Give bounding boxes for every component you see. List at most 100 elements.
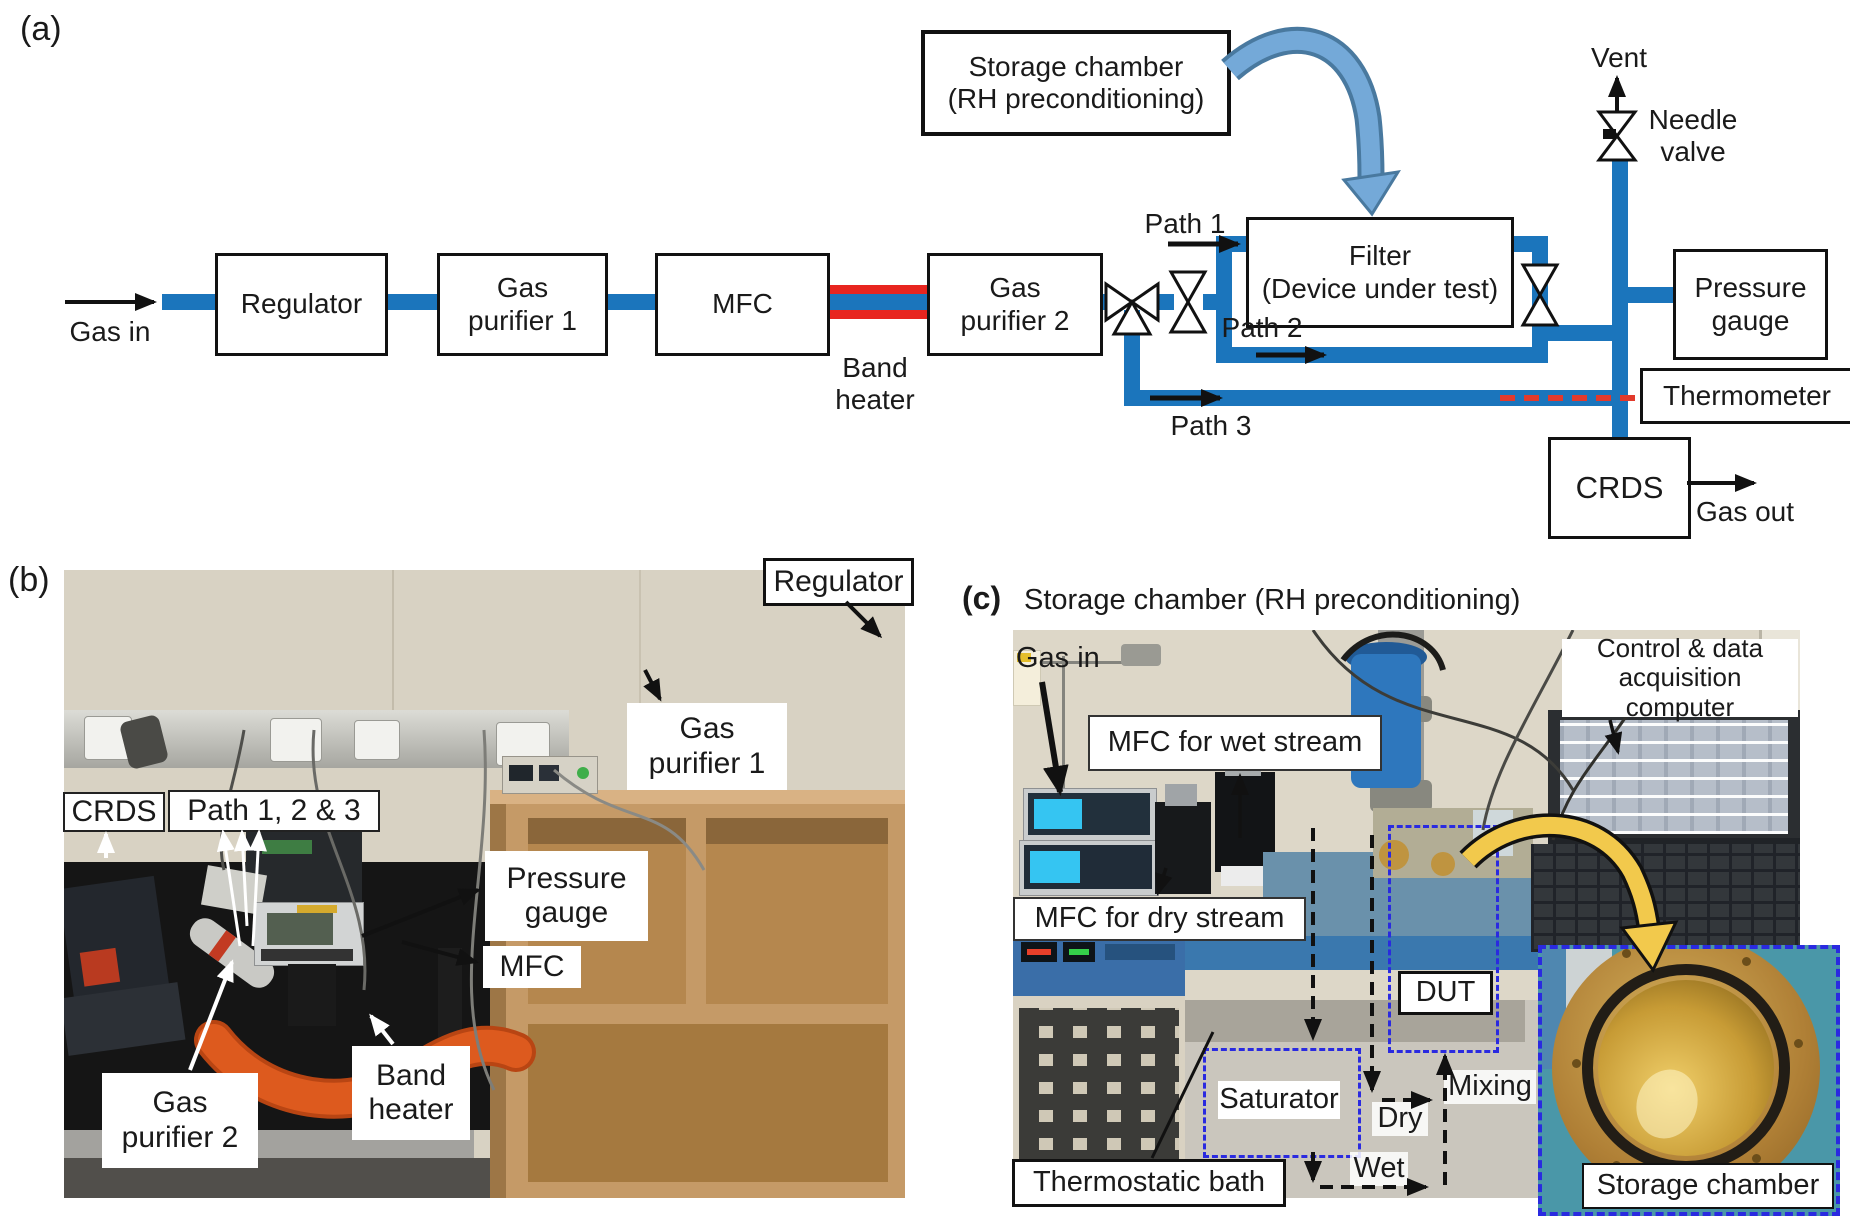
band-heater-photo-label: Band heater — [352, 1046, 470, 1140]
gas-purifier2-photo-label: Gas purifier 2 — [102, 1073, 258, 1168]
mfc-lcd — [267, 913, 333, 945]
pipe-valve-valve2 — [1156, 294, 1174, 310]
gp2-b-line2: purifier 2 — [121, 1120, 239, 1154]
dut-region-box — [1388, 825, 1499, 1053]
crds-box-label: CRDS — [1575, 470, 1664, 506]
regulator-b-text: Regulator — [773, 564, 904, 598]
crds-photo-text: CRDS — [71, 794, 157, 828]
cable — [553, 768, 706, 871]
paths-photo-text: Path 1, 2 & 3 — [187, 793, 361, 827]
pipe-path3 — [1124, 390, 1612, 406]
controller-display — [539, 765, 559, 781]
band-b-line2: heater — [368, 1093, 454, 1126]
regulator-box-label: Regulator — [240, 288, 363, 320]
band-line2: heater — [835, 383, 915, 415]
pipe-valve2-riser — [1203, 294, 1216, 310]
pressure-gauge-box: Pressure gauge — [1673, 249, 1828, 360]
mfc-dry-label: MFC for dry stream — [1013, 897, 1306, 941]
mixing-label: Mixing — [1444, 1070, 1536, 1104]
gas-purifier1-photo-label: Gas purifier 1 — [627, 703, 787, 790]
temp-controller — [502, 756, 598, 794]
path3-label: Path 3 — [1170, 410, 1252, 441]
crds-box: CRDS — [1548, 437, 1691, 539]
needle-line1: Needle — [1648, 104, 1738, 135]
path1-label: Path 1 — [1144, 208, 1226, 239]
dut-label: DUT — [1398, 971, 1493, 1015]
flange-bolt — [1622, 949, 1631, 958]
cable — [1311, 630, 1575, 791]
bandheater-stripe-top — [824, 285, 927, 294]
thermometer-box: Thermometer — [1640, 368, 1850, 424]
pipe-main-riser — [1612, 158, 1628, 437]
storage-to-filter-arrow — [1221, 26, 1401, 217]
pressure-b-line2: gauge — [524, 896, 609, 929]
chamber-interior — [1598, 980, 1774, 1156]
mixing-text: Mixing — [1448, 1070, 1532, 1103]
path2-label: Path 2 — [1221, 312, 1303, 343]
mfc-box-label: MFC — [712, 288, 773, 320]
inlet-valve — [1121, 644, 1161, 666]
wet-label: Wet — [1350, 1152, 1408, 1186]
pipe-link-main — [1548, 325, 1612, 341]
mfc-dry-text: MFC for dry stream — [1034, 902, 1285, 935]
needle-valve-icon — [1596, 110, 1638, 162]
mfc-pedestal — [288, 964, 336, 1026]
needle-line2: valve — [1660, 135, 1726, 167]
needle-valve-label: Needle valve — [1638, 104, 1748, 168]
storage-chamber-box: Storage chamber (RH preconditioning) — [921, 30, 1231, 136]
fitting-tag — [1017, 653, 1031, 662]
wood-shelf-board — [528, 1004, 888, 1024]
storage-chamber-photo-text: Storage chamber — [1596, 1169, 1820, 1202]
gp1-b-line2: purifier 1 — [648, 746, 766, 780]
control-line3: computer — [1625, 691, 1735, 722]
path-selector-valve — [1168, 270, 1208, 334]
bath-display-green — [1063, 942, 1095, 962]
gas-out-label: Gas out — [1695, 496, 1795, 527]
gp1-b-line1: Gas — [679, 712, 735, 746]
thermometer-label: Thermometer — [1662, 379, 1832, 411]
wood-shelf-shadow — [528, 818, 888, 844]
flange-bolt — [1752, 1154, 1761, 1163]
band-heater-label: Band heater — [811, 352, 939, 416]
gp2-b-line1: Gas — [152, 1086, 208, 1120]
pipe-conn-vertical — [1532, 236, 1548, 363]
wall-fitting — [1013, 650, 1041, 706]
bandheater-stripe-bottom — [824, 310, 927, 319]
panel-b-tag: (b) — [8, 561, 50, 599]
wall-seam — [639, 570, 641, 810]
storage-line2: (RH preconditioning) — [947, 83, 1205, 114]
pressure-b-line1: Pressure — [506, 861, 627, 895]
gp1-line2: purifier 1 — [468, 304, 577, 336]
pump-handle-cable — [1340, 631, 1446, 671]
saturator-label: Saturator — [1218, 1081, 1340, 1119]
control-computer-label: Control & data acquisition computer — [1562, 634, 1798, 721]
pipe-pressure-link — [1628, 287, 1673, 303]
pg-line1: Pressure — [1694, 272, 1807, 304]
control-line1: Control & data — [1596, 633, 1764, 664]
thermo-text: Thermostatic bath — [1032, 1166, 1266, 1199]
cable — [1481, 630, 1575, 831]
storage-line1: Storage chamber — [968, 50, 1184, 82]
flow-controller-2 — [1019, 840, 1159, 896]
mfc-dry-connector — [1165, 784, 1197, 806]
mfc-display-unit — [254, 902, 364, 966]
pressure-photo-label: Pressure gauge — [485, 851, 648, 941]
gas-line-vertical — [1062, 656, 1065, 831]
pipe-path2 — [1232, 347, 1548, 363]
gas-line-horizontal — [1021, 661, 1143, 664]
table-edge — [1143, 936, 1563, 970]
pipe-gp1-mfc — [602, 294, 655, 310]
gas-in-label: Gas in — [69, 316, 151, 347]
pipe-gasin — [162, 294, 218, 310]
bath-red-digits — [1027, 949, 1051, 955]
laptop-c-hinge — [1548, 838, 1800, 848]
paths-photo-label: Path 1, 2 & 3 — [168, 790, 380, 832]
vent-label: Vent — [1590, 42, 1648, 73]
mfc-buttons — [261, 949, 353, 961]
flange-bolt — [1794, 1039, 1803, 1048]
regulator-box: Regulator — [215, 253, 388, 356]
wood-shelf-lower — [528, 1024, 888, 1182]
bath-green-digits — [1069, 949, 1089, 955]
panel-c-title: Storage chamber (RH preconditioning) — [1024, 584, 1521, 616]
